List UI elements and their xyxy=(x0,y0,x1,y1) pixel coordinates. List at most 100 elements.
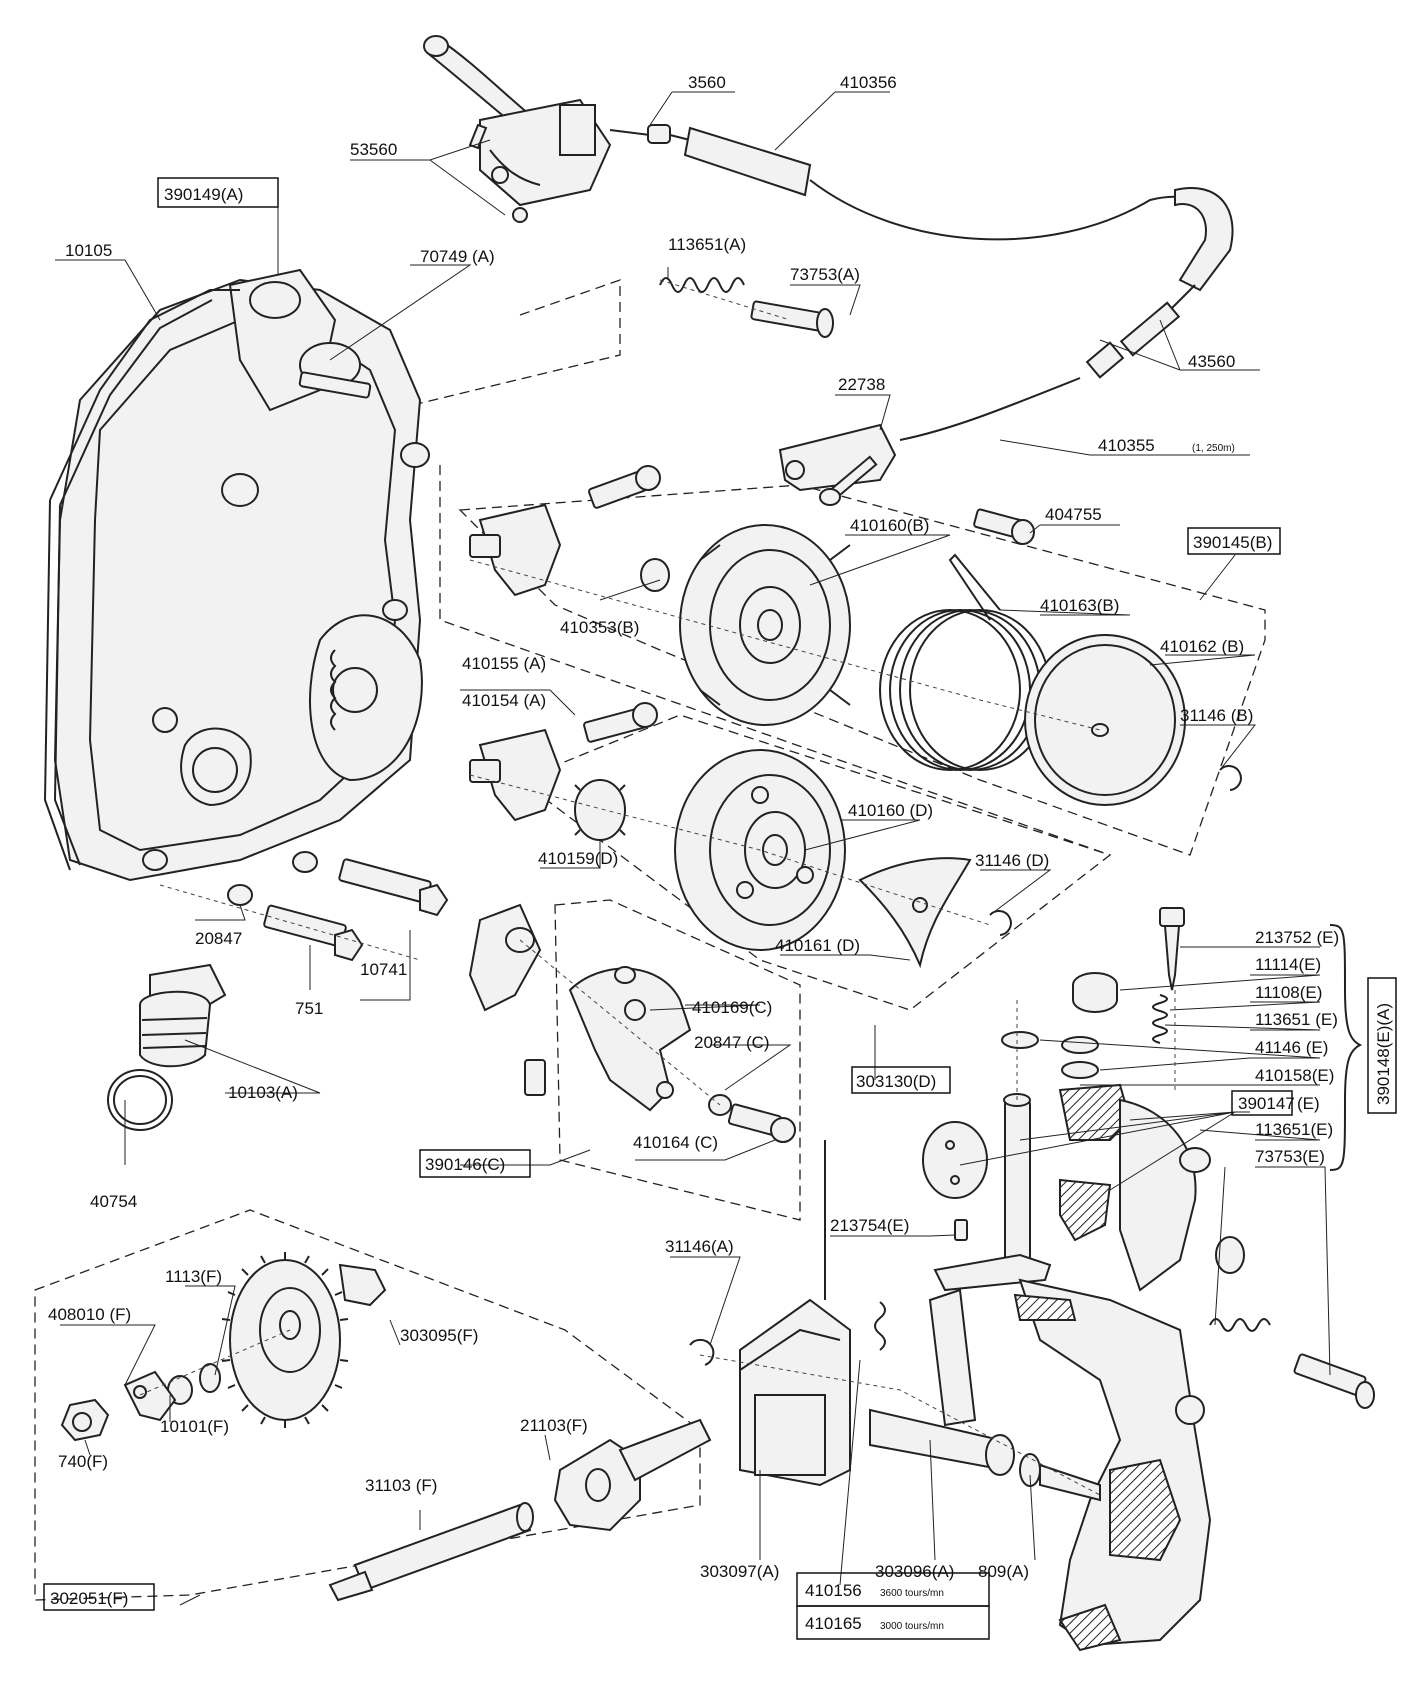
screw-73753e-part xyxy=(1293,1353,1375,1409)
label-73753a: 73753(A) xyxy=(790,265,860,284)
washers-f xyxy=(167,1363,221,1405)
label-303097a: 303097(A) xyxy=(700,1562,779,1581)
o-ring-40754 xyxy=(107,1069,173,1131)
gear-410159d xyxy=(574,779,626,841)
group-outline-b xyxy=(458,484,1266,856)
label-113651a: 113651(A) xyxy=(668,235,746,254)
screw-73753a xyxy=(750,300,834,338)
label-31146b: 31146 (B) xyxy=(1180,706,1253,725)
shaft-31103f xyxy=(328,1502,534,1602)
label-10101f: 10101(F) xyxy=(160,1417,229,1436)
label-410165-note: 3000 tours/mn xyxy=(880,1621,944,1632)
box-303130d xyxy=(851,1066,951,1094)
box-390149a xyxy=(157,177,279,208)
bolt-10741 xyxy=(338,858,449,917)
gasket-10105 xyxy=(43,289,240,871)
box-390146c xyxy=(419,1149,531,1178)
label-740f: 740(F) xyxy=(58,1452,108,1471)
label-390149a: 390149(A) xyxy=(164,185,243,204)
plug-10103a xyxy=(139,963,227,1068)
weight-410161d xyxy=(858,857,972,969)
label-213752e: 213752 (E) xyxy=(1255,928,1339,947)
gear-303095f xyxy=(221,1252,387,1428)
label-113651e-1: 113651 (E) xyxy=(1255,1010,1338,1029)
label-809a: 809(A) xyxy=(978,1562,1029,1581)
lever-410154a xyxy=(469,702,658,822)
label-410355-length: (1, 250m) xyxy=(1192,443,1235,454)
washer-41146e xyxy=(1001,1031,1099,1079)
label-390147e-suffix: (E) xyxy=(1297,1094,1320,1113)
box-390147e xyxy=(1231,1090,1293,1116)
shaft-21103f xyxy=(553,1418,712,1532)
label-410155a: 410155 (A) xyxy=(462,654,546,673)
label-410160b: 410160(B) xyxy=(850,516,929,535)
box-390145b xyxy=(1187,527,1281,555)
throttle-lever-assembly xyxy=(423,35,612,223)
label-408010f: 408010 (F) xyxy=(48,1305,131,1324)
label-73753e: 73753(E) xyxy=(1255,1147,1325,1166)
label-213754e: 213754(E) xyxy=(830,1216,909,1235)
lever-303097a xyxy=(739,1298,851,1487)
label-410158e: 410158(E) xyxy=(1255,1066,1334,1085)
label-303095f: 303095(F) xyxy=(400,1326,478,1345)
group-outline-c xyxy=(554,899,801,1221)
label-31146d: 31146 (D) xyxy=(975,851,1049,870)
bracket-22738 xyxy=(778,423,897,506)
spring-113651a xyxy=(659,277,745,293)
plate-410169c xyxy=(568,966,692,1112)
label-410165: 410165 xyxy=(805,1614,862,1633)
label-751: 751 xyxy=(295,999,323,1018)
label-410161d: 410161 (D) xyxy=(775,936,860,955)
label-410353b: 410353(B) xyxy=(560,618,639,637)
label-390148ea: 390148(E)(A) xyxy=(1374,1003,1393,1105)
flywheel-410160b xyxy=(679,524,851,726)
leader-dash-c xyxy=(439,465,1111,856)
label-410356: 410356 xyxy=(840,73,897,92)
bolt-751 xyxy=(263,904,364,962)
clip-31146a xyxy=(689,1338,715,1366)
plate-410162b xyxy=(1024,634,1186,806)
leader-lines xyxy=(55,91,1331,1606)
label-390146c: 390146(C) xyxy=(425,1155,505,1174)
box-410165 xyxy=(796,1605,990,1640)
label-410355: 410355 xyxy=(1098,436,1155,455)
label-53560: 53560 xyxy=(350,140,397,159)
clip-31146d xyxy=(989,910,1012,936)
label-40754: 40754 xyxy=(90,1192,137,1211)
box-390148ea xyxy=(1367,977,1397,1114)
label-410156: 410156 xyxy=(805,1581,862,1600)
screw-213752e xyxy=(1159,907,1185,991)
label-43560: 43560 xyxy=(1188,352,1235,371)
spring-11108e xyxy=(1152,994,1168,1044)
label-41146e: 41146 (E) xyxy=(1255,1038,1328,1057)
lever-410353b xyxy=(469,465,670,597)
nut-740f xyxy=(60,1398,110,1442)
spring-small xyxy=(874,1301,886,1351)
carburetor-body xyxy=(1013,1278,1212,1652)
label-303096a: 303096(A) xyxy=(875,1562,954,1581)
label-410162b: 410162 (B) xyxy=(1160,637,1244,656)
label-31103f: 31103 (F) xyxy=(365,1476,437,1495)
label-3560: 3560 xyxy=(688,73,726,92)
lock-plate-408010f xyxy=(123,1370,177,1422)
box-302051f xyxy=(43,1583,155,1611)
screw-213754e xyxy=(954,1219,968,1241)
label-410163b: 410163(B) xyxy=(1040,596,1119,615)
label-302051f: 302051(F) xyxy=(50,1589,128,1608)
shaft-303096a xyxy=(869,1288,1101,1502)
label-113651e-2: 113651(E) xyxy=(1255,1120,1333,1139)
label-303130d: 303130(D) xyxy=(856,1072,936,1091)
label-390147e: 390147 xyxy=(1238,1094,1295,1113)
label-410156-note: 3600 tours/mn xyxy=(880,1588,944,1599)
label-10741: 10741 xyxy=(360,960,407,979)
lever-group-c xyxy=(468,903,546,1096)
leader-dash-a xyxy=(329,279,621,426)
label-11108e: 11108(E) xyxy=(1255,983,1322,1002)
label-22738: 22738 xyxy=(838,375,885,394)
group-outline-f xyxy=(34,1209,701,1601)
label-20847: 20847 xyxy=(195,929,242,948)
label-11114e: 11114(E) xyxy=(1255,955,1321,974)
label-1113f: 1113(F) xyxy=(165,1267,222,1286)
label-404755: 404755 xyxy=(1045,505,1102,524)
